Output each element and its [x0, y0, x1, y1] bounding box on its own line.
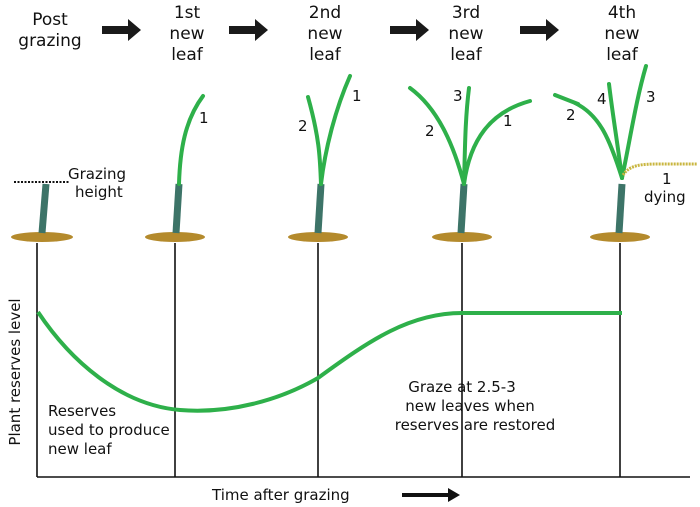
leaf-2 — [573, 101, 624, 180]
stage-1-line3: leaf — [171, 45, 204, 65]
stage-3-line3: leaf — [450, 45, 483, 65]
stage-4-label: 4th new leaf — [604, 3, 639, 65]
leaf-1 — [462, 99, 532, 186]
stage-2-line2: new — [307, 24, 342, 44]
annotation-right-line1: Graze at 2.5-3 — [408, 378, 516, 396]
stage-2-line3: leaf — [309, 45, 342, 65]
y-axis-label: Plant reserves level — [6, 298, 24, 445]
soil-patch — [288, 232, 348, 242]
stage-post-grazing-line1: Post — [32, 10, 68, 30]
annotation-right-line3: reserves are restored — [395, 416, 556, 434]
stage-2-line1: 2nd — [309, 3, 341, 23]
stage-4-line2: new — [604, 24, 639, 44]
stage-2-label: 2nd new leaf — [307, 3, 342, 65]
stage-3-line2: new — [448, 24, 483, 44]
annotation-right-line2: new leaves when — [405, 397, 535, 415]
soil-patch — [11, 232, 73, 242]
dying-leaf — [621, 162, 697, 176]
stage-1-line2: new — [169, 24, 204, 44]
leaf-number: 4 — [597, 90, 607, 108]
leaf-number: 2 — [566, 106, 576, 124]
leaf-2 — [408, 86, 466, 186]
leaf-4 — [607, 82, 624, 180]
leaf-number: 3 — [646, 88, 656, 106]
x-axis-label: Time after grazing — [211, 486, 350, 504]
leaf-number: 2 — [298, 117, 308, 135]
stage-4-line1: 4th — [608, 3, 636, 23]
leaf-number: 1 — [662, 170, 672, 188]
stem — [172, 183, 183, 234]
grazed-stem — [38, 183, 50, 234]
grazing-height-label-2: height — [75, 183, 123, 201]
leaf-number: 1 — [503, 112, 513, 130]
leaf-number: 3 — [453, 87, 463, 105]
arrow-right-icon — [102, 19, 141, 41]
soil-patch — [432, 232, 492, 242]
stage-3-label: 3rd new leaf — [448, 3, 483, 65]
stem — [615, 183, 626, 234]
arrow-right-icon — [520, 19, 559, 41]
leaf-2 — [553, 93, 580, 106]
stage-1-line1: 1st — [174, 3, 201, 23]
time-arrow-icon — [402, 488, 460, 502]
soil-patch — [590, 232, 650, 242]
arrow-right-icon — [229, 19, 268, 41]
leaf-number: 1 — [199, 109, 209, 127]
leaf-3 — [620, 64, 648, 180]
leaf-number: 1 — [352, 87, 362, 105]
leaf-1 — [177, 94, 205, 186]
stage-4-line3: leaf — [606, 45, 639, 65]
reserves-curve — [36, 310, 622, 413]
stage-1-label: 1st new leaf — [169, 3, 204, 65]
stage-3-line1: 3rd — [452, 3, 480, 23]
annotation-left-line3: new leaf — [48, 440, 112, 458]
grazing-height-label-1: Grazing — [68, 165, 126, 183]
soil-patch — [145, 232, 205, 242]
annotation-left-line1: Reserves — [48, 402, 116, 420]
arrow-right-icon — [390, 19, 429, 41]
annotation-left-line2: used to produce — [48, 421, 170, 439]
leaf-number: 2 — [425, 122, 435, 140]
stem — [314, 183, 325, 234]
stage-post-grazing-line2: grazing — [18, 31, 81, 51]
leaf-2 — [306, 95, 323, 186]
leaf-1 — [319, 74, 352, 186]
stem — [457, 183, 468, 234]
dying-label: dying — [644, 188, 686, 206]
